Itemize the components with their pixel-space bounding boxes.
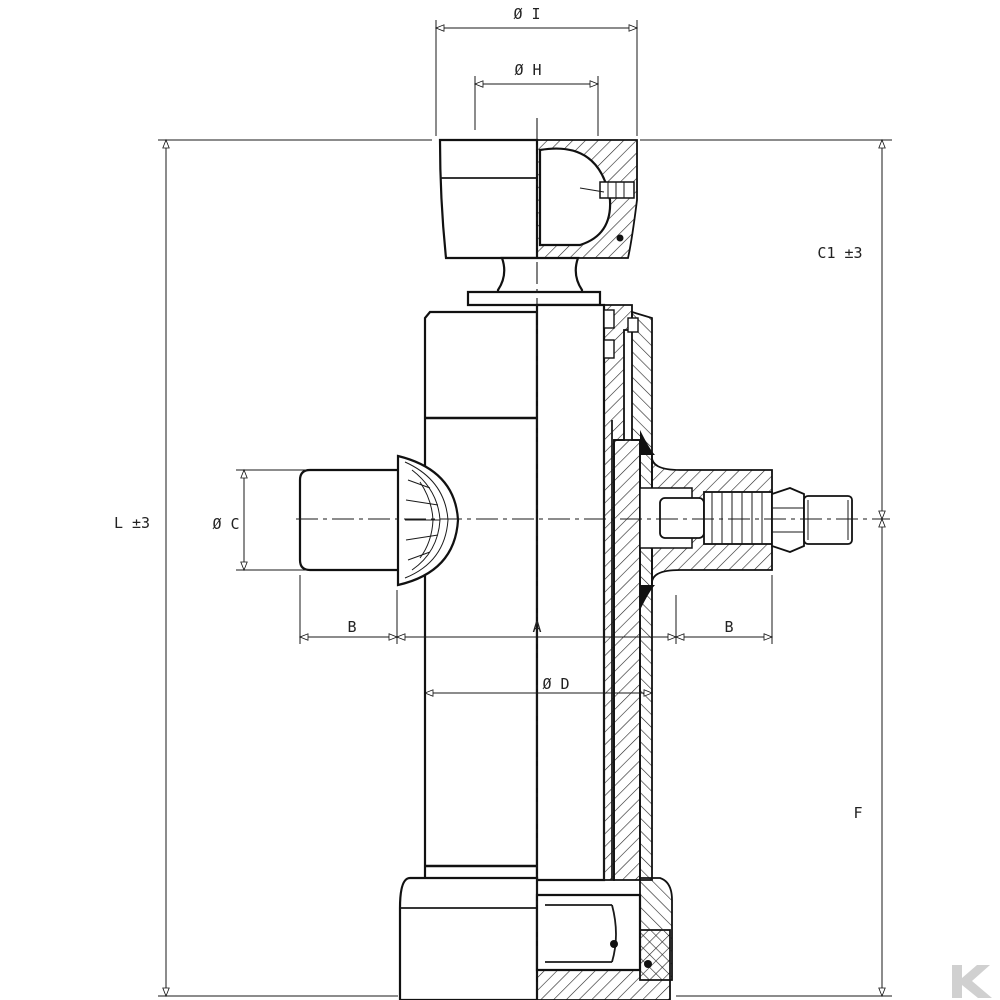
dim-label-l: L ±3: [114, 514, 150, 532]
dim-label-dia-i: Ø I: [513, 5, 540, 23]
watermark-logo: [952, 965, 992, 998]
center-lines: [296, 118, 890, 1000]
dimension-lines: [158, 20, 892, 998]
dim-label-a: A: [532, 618, 541, 636]
dim-label-b-left: B: [347, 618, 356, 636]
dim-label-dia-d: Ø D: [542, 675, 569, 693]
dim-label-f: F: [853, 804, 862, 822]
bottom-mount: [398, 876, 673, 1000]
neck: [466, 256, 602, 307]
dim-label-b-right: B: [724, 618, 733, 636]
dim-label-dia-c: Ø C: [212, 515, 239, 533]
hydraulic-port-fitting: [659, 487, 853, 553]
cylinder-body: [423, 303, 653, 882]
dim-label-c1: C1 ±3: [817, 244, 862, 262]
top-mount-head: [438, 138, 638, 260]
left-trunnion: [298, 454, 460, 587]
dim-label-dia-h: Ø H: [514, 61, 541, 79]
